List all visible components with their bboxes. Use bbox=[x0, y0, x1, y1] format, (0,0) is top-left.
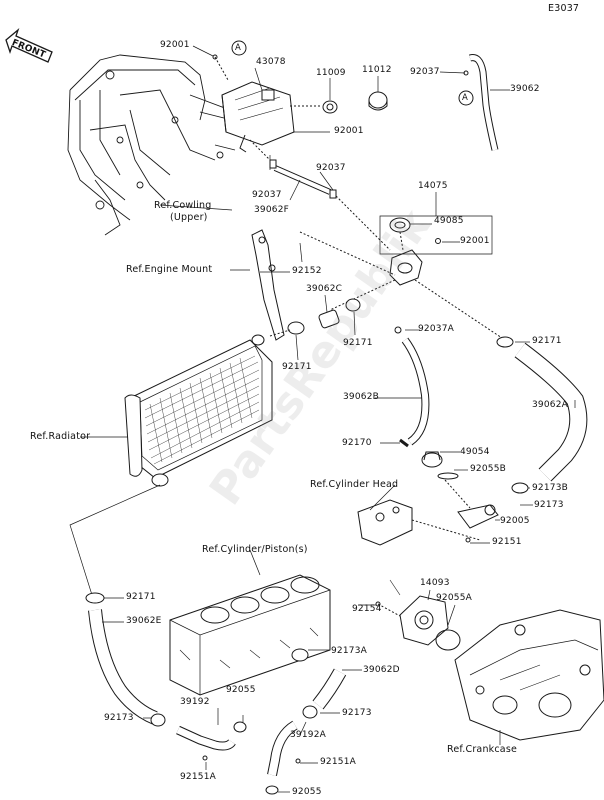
part-label: 92173B bbox=[532, 483, 569, 493]
part-label: 92171 bbox=[343, 338, 373, 348]
part-label: 92055B bbox=[470, 464, 507, 474]
part-label: 92037 bbox=[252, 190, 282, 200]
part-label: 92173A bbox=[331, 646, 367, 656]
front-arrow-icon bbox=[5, 28, 53, 63]
ref-cowling-line1: Ref.Cowling bbox=[154, 200, 212, 211]
part-label: 92152 bbox=[292, 266, 322, 276]
part-label: 92037A bbox=[418, 324, 454, 334]
part-label: 39062A bbox=[532, 400, 568, 410]
diagram-code: E3037 bbox=[548, 3, 580, 14]
part-label: 39062B bbox=[343, 392, 380, 402]
part-label: 92171 bbox=[282, 362, 312, 372]
hose-39062d-drawing bbox=[291, 648, 347, 719]
part-label: 92037 bbox=[316, 163, 346, 173]
callout-a-1 bbox=[231, 40, 247, 56]
part-label: 92005 bbox=[500, 516, 530, 526]
part-label: 92001 bbox=[160, 40, 190, 50]
cylinder-block-drawing bbox=[169, 574, 331, 696]
hose-39062b-drawing bbox=[394, 326, 430, 448]
part-label: 92170 bbox=[342, 438, 372, 448]
part-label: 92055A bbox=[436, 593, 472, 603]
water-pump-cover-drawing bbox=[457, 504, 499, 529]
part-label: 39062E bbox=[126, 616, 162, 626]
callout-a-letter-1: A bbox=[235, 43, 242, 53]
frame-drawing bbox=[67, 54, 236, 236]
radiator-drawing bbox=[69, 334, 273, 596]
hose-39062a-drawing bbox=[496, 336, 588, 494]
pipe-39192-drawing bbox=[176, 721, 247, 761]
part-label: 11009 bbox=[316, 68, 346, 78]
ref-radiator: Ref.Radiator bbox=[30, 431, 91, 442]
water-pump-drawing bbox=[375, 579, 461, 651]
ref-cowling-line2: (Upper) bbox=[170, 212, 208, 223]
part-label: 92151A bbox=[320, 757, 356, 767]
ref-crankcase: Ref.Crankcase bbox=[447, 744, 518, 755]
part-label: 92037 bbox=[410, 67, 440, 77]
part-label: 92173 bbox=[342, 708, 372, 718]
cylinder-head-drawing bbox=[357, 499, 481, 546]
hose-39062f-drawing bbox=[249, 139, 391, 251]
hose-39062c-drawing bbox=[269, 298, 361, 337]
callout-a-letter-2: A bbox=[462, 93, 469, 103]
leader-lines bbox=[80, 45, 576, 793]
part-label: 49085 bbox=[434, 216, 464, 226]
part-label: 92173 bbox=[534, 500, 564, 510]
part-label: 92171 bbox=[532, 336, 562, 346]
reservoir-tank-drawing bbox=[212, 54, 295, 153]
part-label: 92001 bbox=[460, 236, 490, 246]
part-label: 92171 bbox=[126, 592, 156, 602]
part-label: 39062 bbox=[510, 84, 540, 94]
crankcase-drawing bbox=[454, 609, 604, 741]
part-label: 11012 bbox=[362, 65, 392, 75]
part-label: 43078 bbox=[256, 57, 286, 67]
ref-cylinder-piston: Ref.Cylinder/Piston(s) bbox=[202, 544, 308, 555]
part-label: 14093 bbox=[420, 578, 450, 588]
part-label: 92151 bbox=[492, 537, 522, 547]
part-label: 39192 bbox=[180, 697, 210, 707]
cap-11009-drawing bbox=[322, 100, 338, 114]
cap-11012-drawing bbox=[368, 91, 388, 111]
thermostat-49054-drawing bbox=[421, 451, 471, 509]
ref-cylinder-head: Ref.Cylinder Head bbox=[310, 479, 399, 490]
hose-39062e-drawing bbox=[85, 592, 166, 727]
part-label: 49054 bbox=[460, 447, 490, 457]
part-label: 92055 bbox=[226, 685, 256, 695]
part-label: 39062F bbox=[254, 205, 290, 215]
part-label: 14075 bbox=[418, 181, 448, 191]
part-label: 92055 bbox=[292, 787, 322, 797]
part-label: 92154 bbox=[352, 604, 382, 614]
part-label: 92001 bbox=[334, 126, 364, 136]
part-label: 39062D bbox=[363, 665, 400, 675]
ref-engine-mount: Ref.Engine Mount bbox=[126, 264, 213, 275]
part-label: 39062C bbox=[306, 284, 343, 294]
part-label: 92151A bbox=[180, 772, 216, 782]
thermostat-housing-drawing bbox=[299, 215, 506, 341]
callout-a-2 bbox=[458, 90, 474, 106]
part-label: 39192A bbox=[290, 730, 326, 740]
pipe-39192a-drawing bbox=[265, 720, 301, 795]
engine-mount-drawing bbox=[251, 229, 285, 341]
part-label: 92173 bbox=[104, 713, 134, 723]
